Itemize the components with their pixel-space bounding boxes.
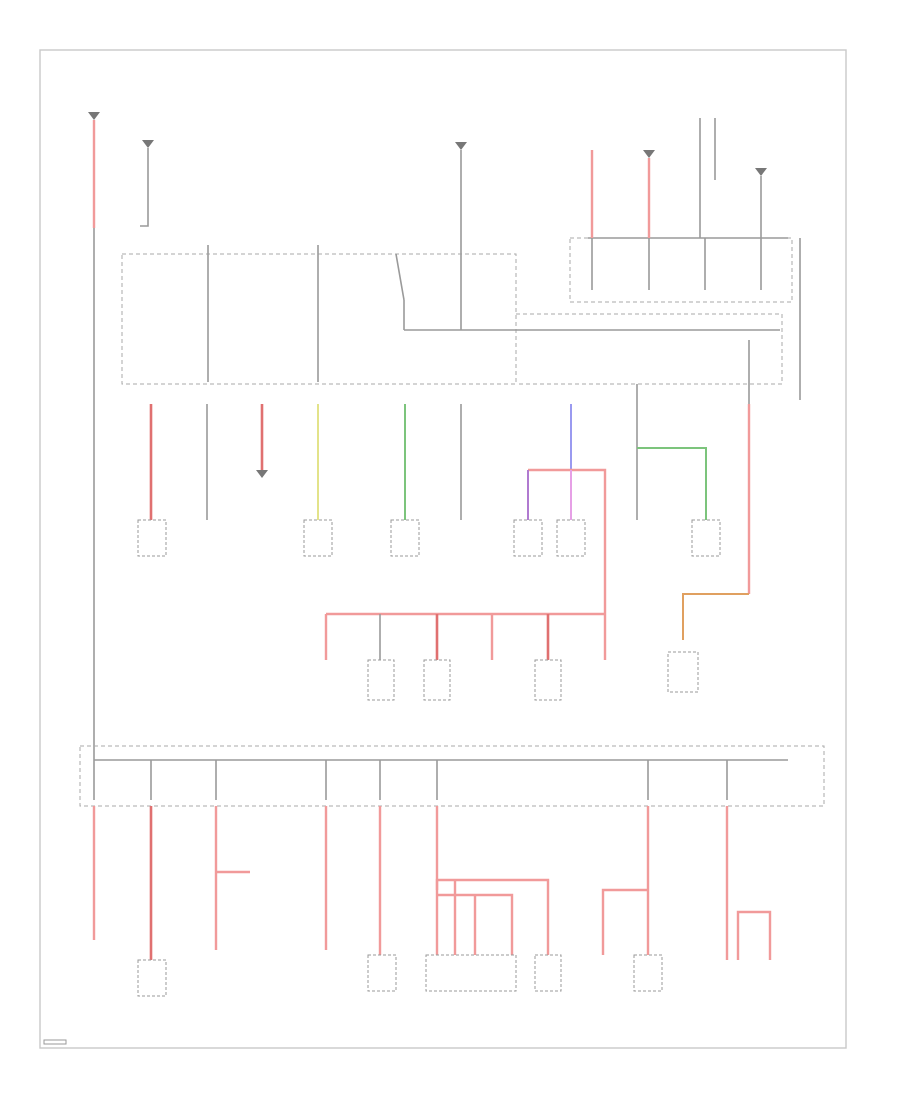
wire-bottom-7-branch <box>601 888 648 955</box>
component-mid-4 <box>303 519 333 557</box>
upper-fuse-box-outline <box>121 253 517 385</box>
ground-symbol-mid-3 <box>256 470 268 478</box>
ground-symbol-top-mid <box>455 142 467 150</box>
component-mid-5 <box>390 519 420 557</box>
upper-fuse-box-ext-outline <box>516 313 783 385</box>
lower-fuse-box-outline <box>79 745 825 807</box>
upper-switch-1 <box>395 253 405 301</box>
wire-mid-7-branch <box>528 468 607 660</box>
component-bottom-5 <box>367 954 397 992</box>
connector-2 <box>423 659 451 701</box>
component-right-lower <box>667 651 699 693</box>
connector-1 <box>367 659 395 701</box>
component-bottom-7 <box>633 954 663 992</box>
component-bottom-2 <box>137 959 167 997</box>
wire-bottom-8-loop <box>736 910 772 960</box>
wire-top-left-2 <box>140 148 149 227</box>
wire-mid-8-green <box>637 447 707 520</box>
component-mid-7a <box>513 519 543 557</box>
wire-bottom-6-d <box>437 893 514 955</box>
component-mid-8 <box>691 519 721 557</box>
connector-3 <box>534 659 562 701</box>
ground-symbol-top-right-2 <box>643 150 655 158</box>
diagram-frame <box>39 49 847 1049</box>
ground-symbol-top-right-4 <box>755 168 767 176</box>
wire-right-orange <box>682 593 749 640</box>
component-bottom-6b <box>534 954 562 992</box>
component-mid-1 <box>137 519 167 557</box>
component-bottom-6 <box>425 954 517 992</box>
component-mid-7b <box>556 519 586 557</box>
wire-bottom-6-bus <box>435 878 550 955</box>
upper-right-fuse-box-outline <box>569 237 793 303</box>
footer-code-mark <box>43 1039 67 1045</box>
ground-symbol-top-left-2 <box>142 140 154 148</box>
ground-symbol-top-left <box>88 112 100 120</box>
